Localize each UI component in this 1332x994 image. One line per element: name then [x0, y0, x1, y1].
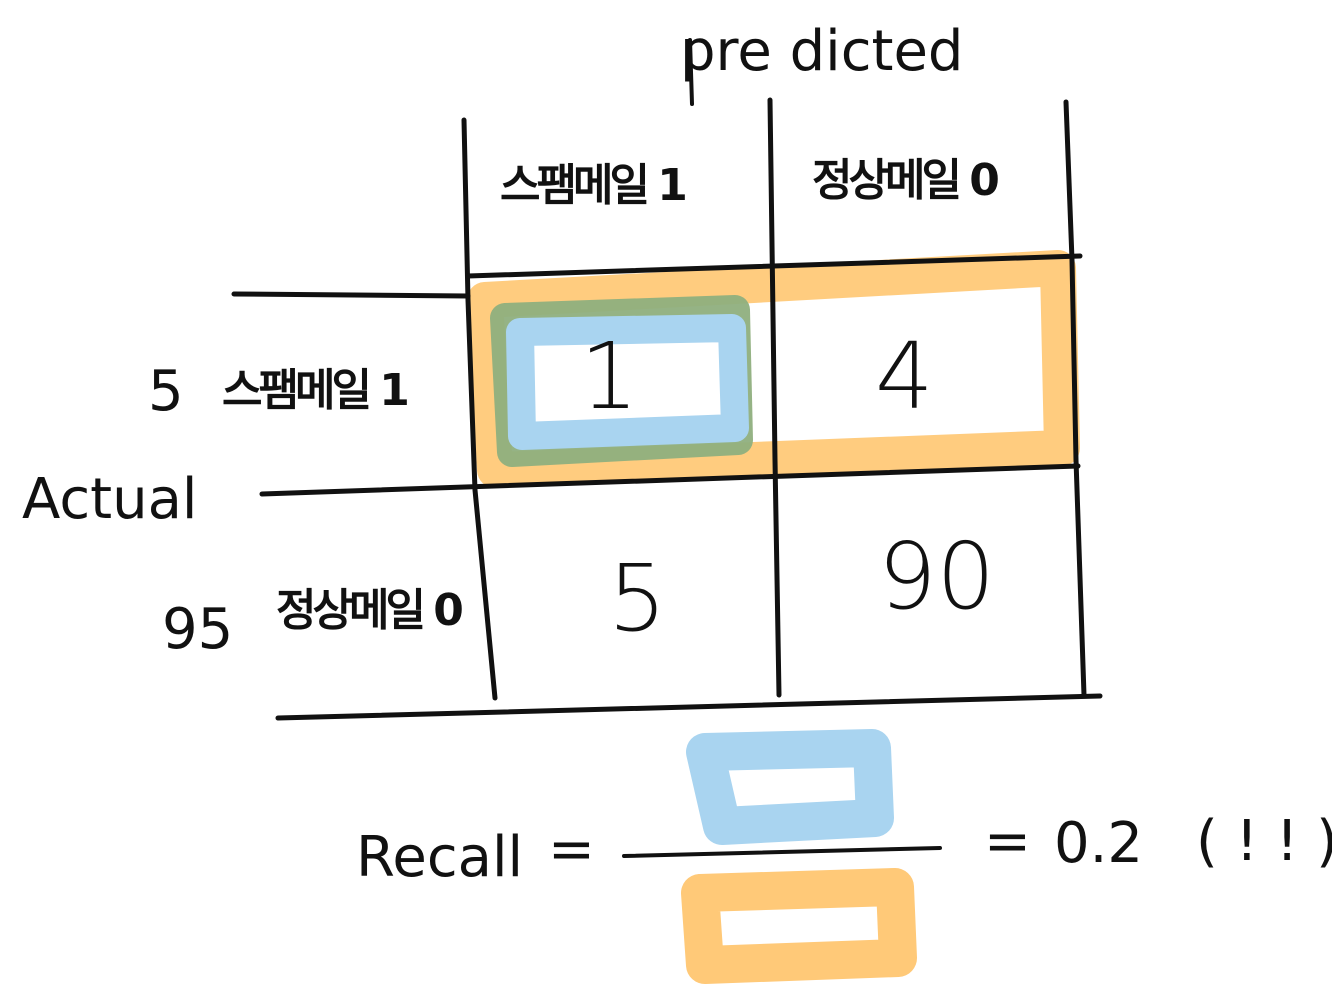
matrix-grid [231, 97, 1103, 721]
grid-vline-middle [767, 97, 782, 698]
cell-tp: 1 [580, 323, 639, 430]
blue-cell-highlight [506, 314, 749, 450]
grid-vline-right [1063, 99, 1087, 698]
column-header-spam: 스팸메일 1 [500, 160, 685, 211]
grid-hline-middle [259, 463, 1081, 497]
row-count-normal: 95 [162, 597, 233, 662]
fraction-bar [622, 846, 942, 858]
actual-label: Actual [22, 467, 197, 532]
exclamation-note: ( ! ! ) [1196, 809, 1332, 874]
predicted-label: pre dicted [680, 19, 963, 84]
column-header-normal: 정상메일 0 [812, 155, 998, 206]
highlights [467, 250, 1080, 984]
equals-sign-left: = [548, 817, 595, 882]
cell-tn: 90 [878, 523, 995, 630]
recall-label: Recall [356, 825, 523, 890]
orange-row-highlight [467, 250, 1080, 488]
grid-hline-header [465, 253, 1083, 279]
grid-hline-rowlabel-top [231, 291, 471, 299]
orange-denominator-box [681, 868, 917, 984]
grid-vline-left [461, 117, 498, 701]
cell-fn: 4 [875, 323, 934, 430]
predicted-p-stem [688, 38, 694, 106]
row-label-normal: 정상메일 0 [276, 585, 462, 636]
grid-hline-bottom [275, 693, 1103, 721]
row-count-spam: 5 [148, 359, 184, 424]
cell-fp: 5 [608, 545, 667, 652]
row-label-spam: 스팸메일 1 [222, 365, 407, 416]
recall-result: 0.2 [1054, 811, 1143, 876]
blue-numerator-box [686, 729, 894, 845]
equals-sign-right: = [984, 809, 1031, 874]
